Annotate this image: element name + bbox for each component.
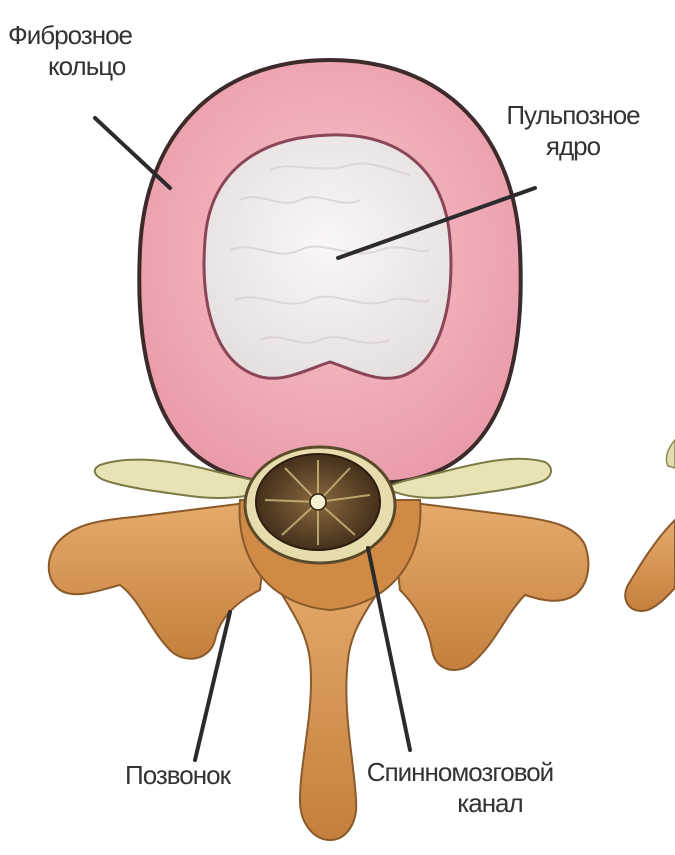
label-annulus-fibrosus: Фиброзное кольцо [8,20,132,82]
label-nucleus-line1: Пульпозное [478,100,668,131]
vertebra-left-process [49,500,270,659]
nucleus-pulposus [204,135,451,378]
label-annulus-line2: кольцо [8,51,132,82]
label-nucleus-line2: ядро [478,131,668,162]
label-nucleus-pulposus: Пульпозное ядро [478,100,668,162]
label-canal-line2: канал [330,788,590,819]
label-vertebra: Позвонок [125,760,230,791]
neighbor-vertebra-fragment [625,520,675,611]
label-vertebra-line1: Позвонок [125,760,230,791]
central-canal [310,494,326,510]
leader-line-annulus [95,118,170,188]
label-canal-line1: Спинномозговой [330,757,590,788]
label-spinal-canal: Спинномозговой канал [330,757,590,819]
neighbor-ligament-fragment [666,440,675,468]
label-annulus-line1: Фиброзное [8,20,132,51]
